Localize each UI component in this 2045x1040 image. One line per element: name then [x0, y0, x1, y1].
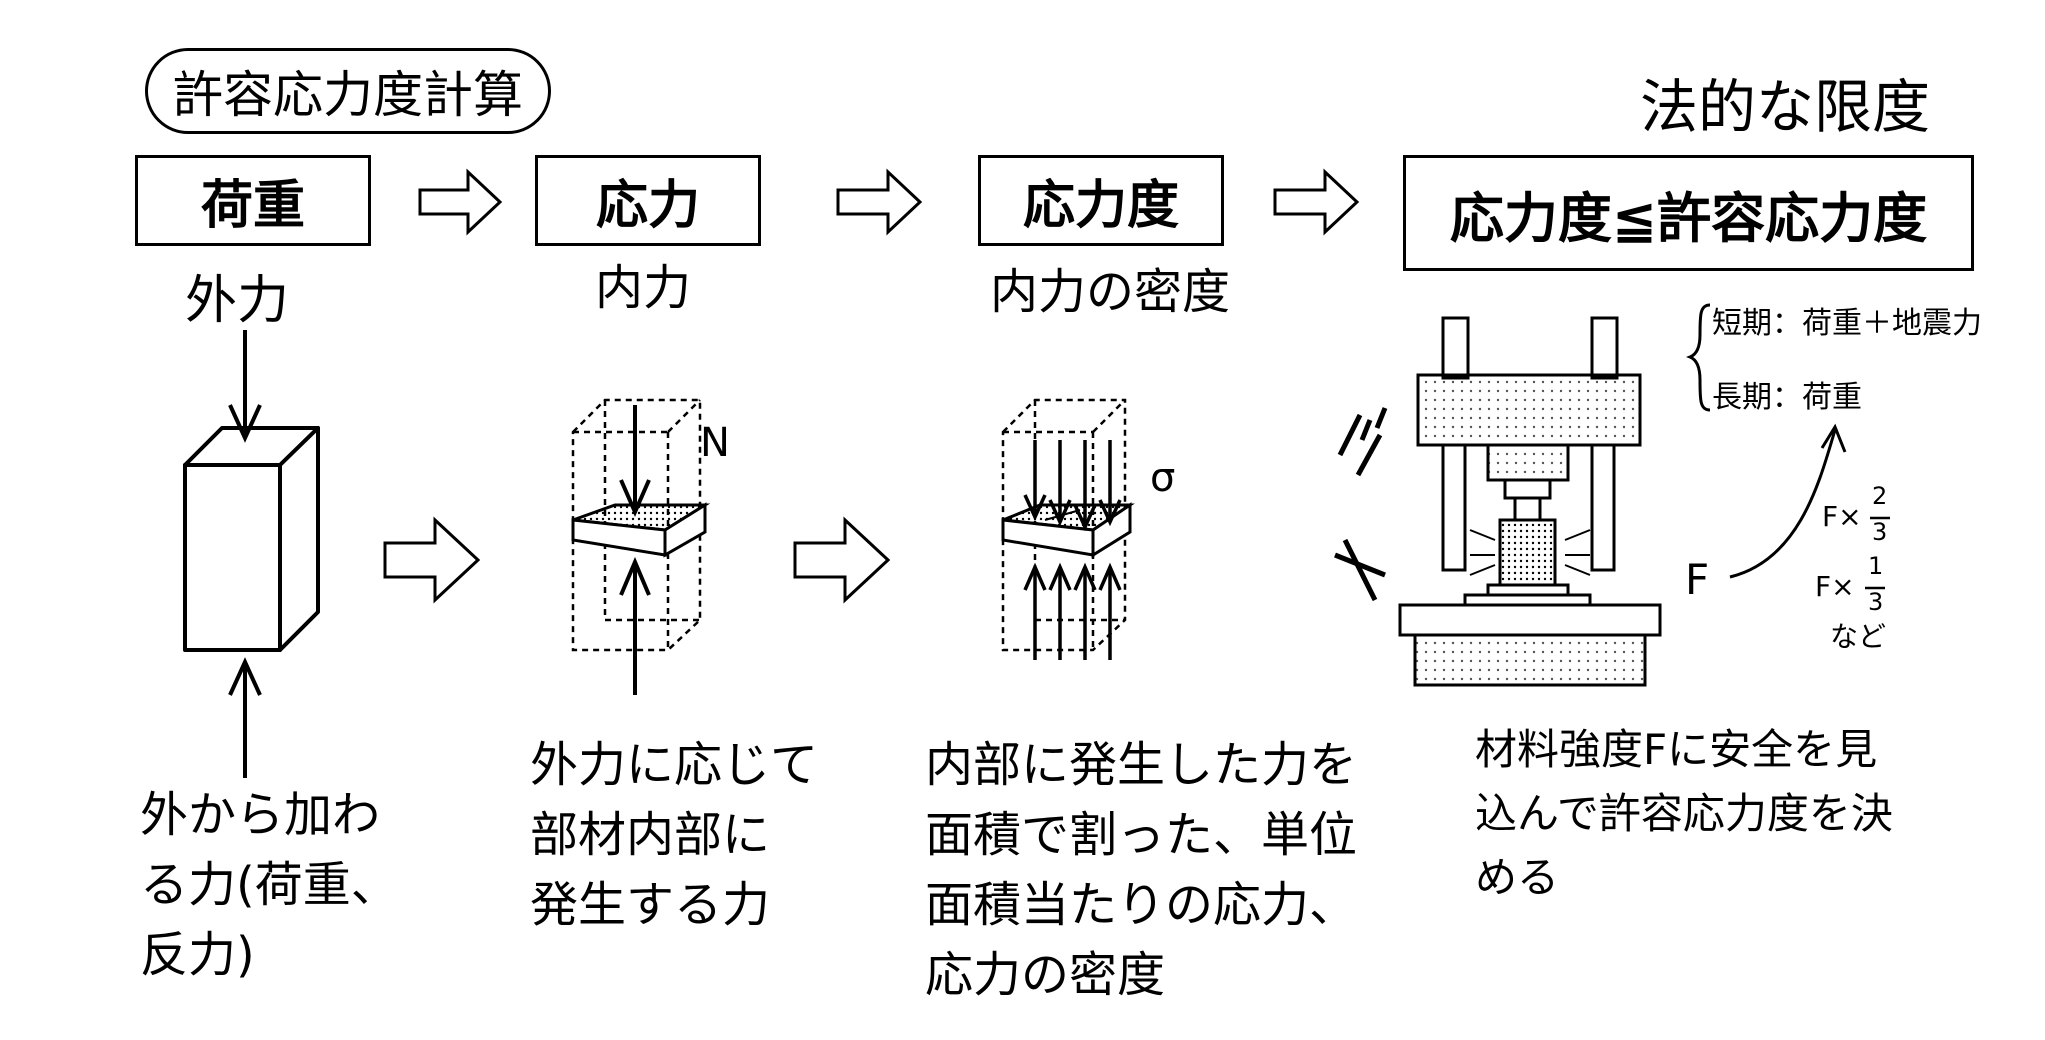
testing-machine — [1398, 316, 1662, 687]
column-member — [183, 426, 320, 652]
force-F-label: F — [1685, 555, 1710, 604]
factor-two-thirds-denominator: 3 — [1872, 518, 1888, 546]
stress-intensity-slab — [1001, 502, 1135, 558]
distributed-force-arrows — [1023, 440, 1122, 660]
description-allowable-stress: 材料強度Fに安全を見 込んで許容応力度を決 める — [1475, 725, 1893, 902]
flow-arrow-1 — [418, 168, 503, 236]
step-box-stress-label: 応力 — [595, 176, 700, 236]
factor-etc-label: など — [1830, 620, 1887, 653]
factor-one-third-denominator: 3 — [1868, 588, 1884, 616]
sound-effect-marks — [1334, 407, 1388, 602]
flow-arrow-3 — [1273, 168, 1360, 236]
step-box-stress: 応力 — [535, 155, 761, 246]
flow-arrow-5 — [793, 516, 891, 604]
sub-label-external-force: 外力 — [185, 271, 290, 331]
step-box-stress-intensity: 応力度 — [978, 155, 1224, 246]
long-term-label: 長期：荷重 — [1712, 380, 1862, 415]
sub-label-internal-force: 内力 — [595, 260, 692, 316]
flow-arrow-4 — [383, 516, 481, 604]
stress-slab — [571, 502, 711, 558]
sigma-label: σ — [1150, 455, 1176, 501]
external-force-arrows — [228, 330, 262, 778]
stress-prism — [571, 398, 702, 652]
description-stress: 外力に応じて 部材内部に 発生する力 — [530, 737, 819, 933]
step-box-condition: 応力度≦許容応力度 — [1403, 155, 1974, 271]
title-badge: 許容応力度計算 — [145, 48, 551, 134]
factor-one-third-numerator: 1 — [1868, 552, 1884, 580]
factor-one-third-base: F× — [1815, 570, 1855, 603]
fraction-bars — [1865, 516, 1890, 590]
factor-curve-arrow — [1729, 423, 1847, 579]
step-box-load: 荷重 — [135, 155, 371, 246]
impact-lines — [1469, 529, 1591, 576]
factor-two-thirds-base: F× — [1822, 500, 1862, 533]
step-box-stress-intensity-label: 応力度 — [1022, 176, 1179, 236]
internal-force-arrows — [619, 405, 651, 695]
axial-force-label: N — [700, 420, 730, 466]
description-stress-intensity: 内部に発生した力を 面積で割った、単位 面積当たりの応力、 応力の密度 — [925, 737, 1358, 1003]
factor-two-thirds-numerator: 2 — [1872, 482, 1888, 510]
short-term-label: 短期：荷重＋地震力 — [1712, 306, 1982, 341]
description-load: 外から加わ る力(荷重、 反力) — [140, 787, 399, 983]
legal-limit-label: 法的な限度 — [1640, 73, 1931, 141]
sub-label-internal-force-density: 内力の密度 — [990, 264, 1231, 320]
step-box-condition-label: 応力度≦許容応力度 — [1449, 186, 1928, 250]
step-box-load-label: 荷重 — [200, 176, 305, 236]
flow-arrow-2 — [836, 168, 923, 236]
title-text: 許容応力度計算 — [173, 66, 523, 124]
period-brace — [1685, 303, 1711, 412]
